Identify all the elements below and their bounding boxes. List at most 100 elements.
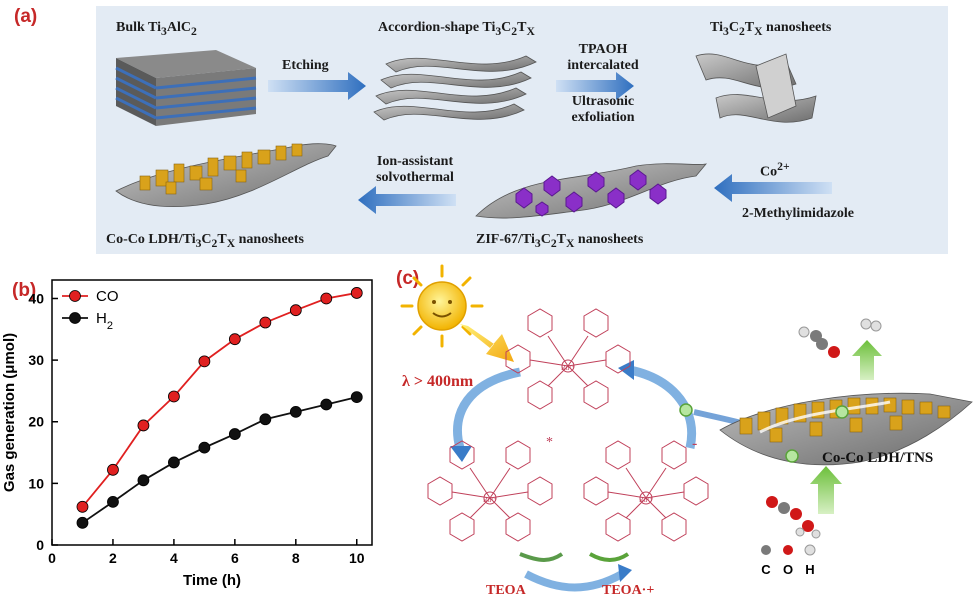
- data-point-co: [259, 316, 272, 329]
- zif67-sheet-icon: [475, 163, 708, 219]
- legend-label-co: CO: [96, 288, 119, 305]
- scheme-graphics: [115, 50, 832, 219]
- co2plus-label: Co2+: [760, 160, 790, 180]
- regeneration-arrow: [628, 365, 697, 449]
- ru-complex-excited: [427, 440, 553, 542]
- atom-label-h: H: [805, 562, 814, 577]
- data-point-co: [320, 292, 333, 305]
- data-point-h2: [137, 474, 150, 487]
- tpaoh-label: TPAOH: [578, 42, 628, 57]
- co2-uptake-arrow: [810, 466, 842, 514]
- teoa-plus-arrow: [589, 552, 630, 562]
- data-point-h2: [320, 398, 333, 411]
- co-release-arrow: [852, 340, 882, 380]
- legend-marker-h2: [69, 312, 81, 324]
- data-point-h2: [350, 391, 363, 403]
- y-tick-label: 0: [36, 537, 44, 553]
- x-tick-label: 4: [170, 550, 178, 566]
- h2o-molecule-icon: [795, 520, 821, 539]
- ru-complex-ground: [505, 308, 631, 410]
- ldh-label: Co-Co LDH/Ti3C2TX nanosheets: [106, 232, 304, 250]
- x-tick-label: 6: [231, 550, 239, 566]
- light-beam: [460, 324, 514, 362]
- accordion-label: Accordion-shape Ti3C2TX: [378, 20, 535, 38]
- ldh-tns-sheet-icon: [719, 392, 973, 466]
- etching-label: Etching: [282, 58, 329, 73]
- intercalation-arrow: [556, 72, 634, 100]
- y-tick-label: 40: [28, 290, 44, 306]
- excited-mark: *: [546, 435, 553, 450]
- x-tick-label: 0: [48, 550, 56, 566]
- solvothermal-label: solvothermal: [376, 170, 454, 185]
- x-tick-label: 8: [292, 550, 300, 566]
- panel-label-b: (b): [12, 280, 37, 301]
- teoa-label: TEOA: [486, 583, 527, 598]
- panel-label-c: (c): [396, 268, 420, 289]
- zif67-label: ZIF-67/Ti3C2TX nanosheets: [476, 232, 644, 250]
- data-point-co: [137, 419, 150, 432]
- teoa-arrow: [519, 552, 564, 562]
- zif-growth-arrow: [714, 174, 832, 202]
- data-point-co: [198, 355, 211, 368]
- series-line-co: [81, 292, 357, 508]
- data-point-h2: [289, 405, 302, 418]
- data-point-co: [107, 463, 119, 476]
- data-point-co: [228, 333, 241, 346]
- exfoliation-label: exfoliation: [571, 110, 635, 125]
- h2-molecule-icon: [860, 318, 882, 332]
- wavelength-label: λ > 400nm: [402, 373, 474, 390]
- data-point-co: [76, 500, 89, 513]
- data-point-h2: [107, 495, 119, 508]
- x-tick-label: 10: [349, 550, 365, 566]
- nanosheets-label: Ti3C2TX nanosheets: [710, 20, 832, 38]
- y-tick-label: 10: [28, 475, 44, 491]
- chart-series: [76, 287, 363, 529]
- legend-marker-co: [69, 290, 81, 302]
- chart-axes: [51, 279, 373, 546]
- ldh-sheet-icon: [115, 143, 337, 208]
- data-point-h2: [259, 413, 272, 426]
- excitation-arrow: [453, 367, 521, 450]
- co2-molecule-icon: [766, 496, 802, 520]
- ultrasonic-label: Ultrasonic: [571, 94, 635, 109]
- bulk-block-icon: [115, 50, 257, 126]
- y-axis-label: Gas generation (μmol): [1, 333, 18, 492]
- plot-frame: [51, 279, 373, 546]
- ru-label-ground: Ru²⁺: [561, 364, 575, 372]
- series-line-h2: [81, 396, 357, 524]
- solvothermal-arrow: [358, 186, 456, 214]
- ldh-tns-label: Co-Co LDH/TNS: [822, 450, 933, 466]
- atom-legend: C O H: [761, 544, 816, 577]
- data-point-co: [350, 287, 363, 299]
- legend-label-h2: H2: [96, 310, 113, 332]
- x-axis-label: Time (h): [183, 572, 241, 589]
- ru-label-reduced: Ru²⁺: [639, 496, 653, 504]
- ion-assistant-label: Ion-assistant: [376, 154, 454, 169]
- teoa-plus-label: TEOA·+: [602, 583, 654, 598]
- electron-icon: [679, 403, 693, 417]
- data-point-h2: [168, 456, 180, 469]
- data-point-h2: [198, 441, 211, 454]
- data-point-h2: [228, 428, 241, 440]
- chart-legend: CO H2: [62, 288, 119, 332]
- intercalated-label: intercalated: [567, 58, 639, 73]
- panel-label-a: (a): [14, 6, 38, 27]
- nanosheets-icon: [695, 53, 817, 123]
- y-tick-label: 30: [28, 352, 44, 368]
- methylimidazole-label: 2-Methylimidazole: [742, 206, 854, 221]
- data-point-co: [168, 390, 180, 403]
- bulk-label: Bulk Ti3AlC2: [116, 20, 197, 38]
- co-molecule-icon: [798, 326, 840, 358]
- data-point-co: [289, 304, 302, 317]
- sun-icon: [400, 264, 484, 348]
- y-tick-label: 20: [28, 414, 44, 430]
- accordion-sheets-icon: [373, 55, 537, 121]
- etching-arrow: [268, 72, 366, 100]
- synthesis-scheme: Bulk Ti3AlC2 Etching Accordion-shape Ti3…: [96, 6, 948, 254]
- atom-label-c: C: [761, 562, 771, 577]
- photocatalysis-mechanism: λ > 400nm Ru²⁺ Ru²⁺ *: [400, 264, 973, 598]
- quenching-arrow: [524, 570, 624, 592]
- atom-label-o: O: [783, 562, 793, 577]
